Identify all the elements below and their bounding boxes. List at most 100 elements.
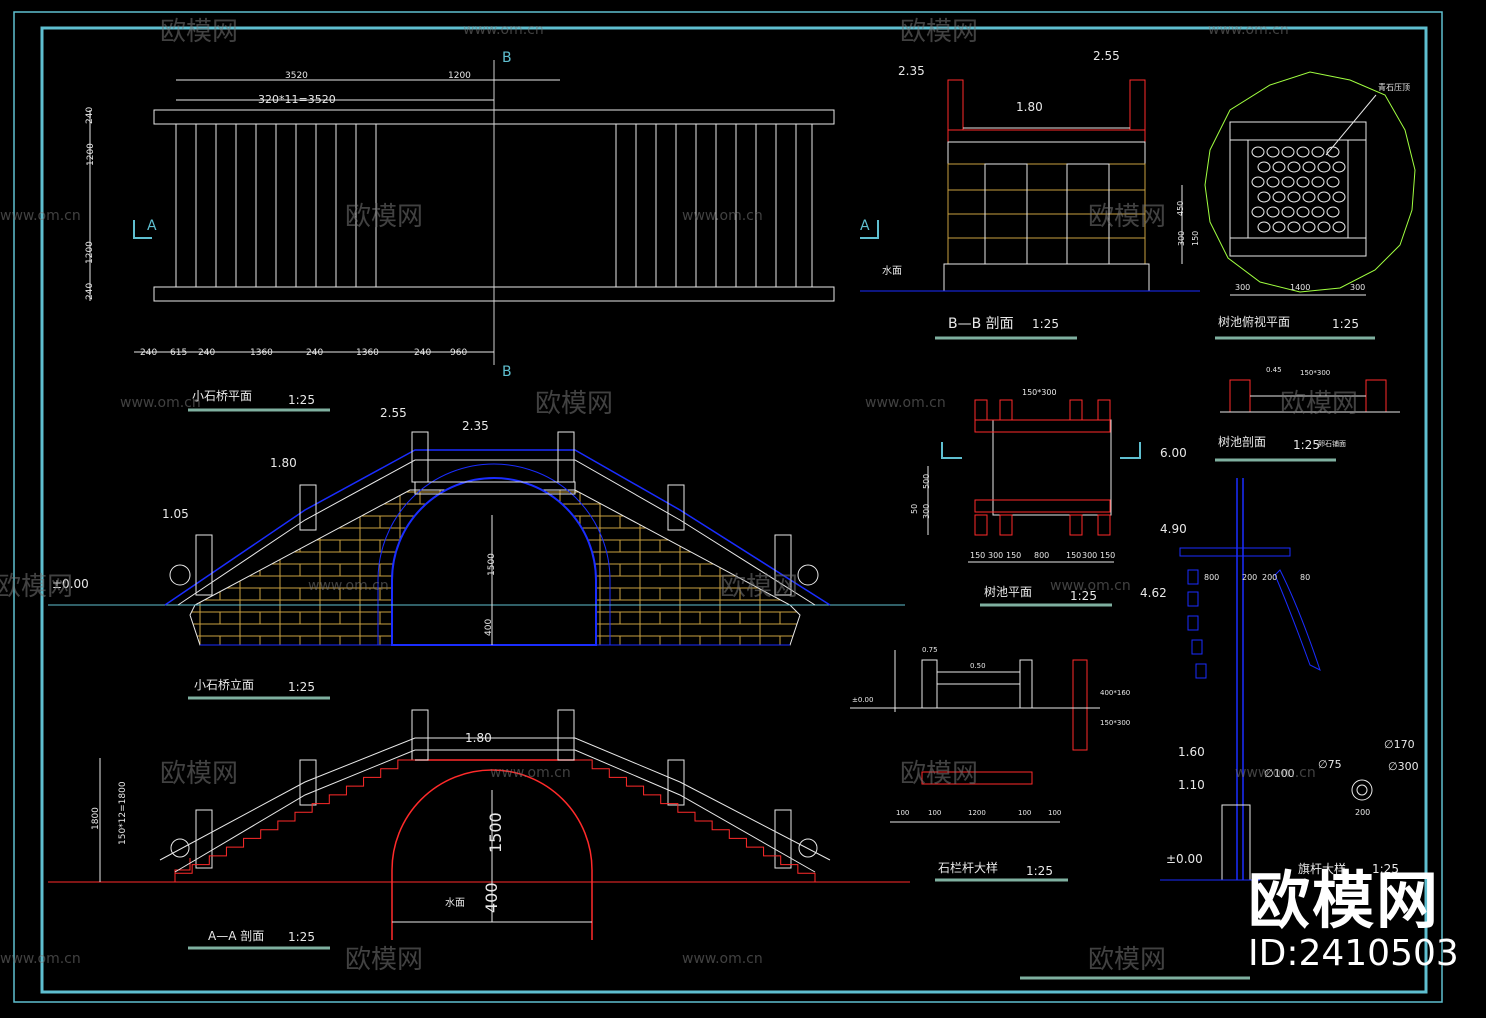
pebble	[1251, 146, 1265, 158]
tpp-dim-bottom-5: 150	[1066, 551, 1081, 560]
plan-dim-left-4: 240	[85, 283, 95, 300]
tree-pool-view-scale: 1:25	[1332, 317, 1359, 331]
pebble	[1251, 206, 1265, 218]
flag-level-000: ±0.00	[1166, 852, 1203, 866]
tpp-dim-bottom-4: 800	[1034, 551, 1049, 560]
tpp-dim-left-2: 300	[922, 504, 931, 519]
badge-id: ID:2410503	[1248, 933, 1459, 974]
watermark-badge: 欧模网 ID:2410503	[1248, 868, 1478, 978]
tree-pool-view-title: 树池俯视平面	[1218, 314, 1290, 329]
plan-mark-a-left: A	[147, 218, 157, 234]
pebble	[1332, 191, 1346, 203]
plan-dim-bottom-2: 615	[170, 348, 187, 358]
tps-note-2: 0.45	[1266, 366, 1282, 374]
flag-level-600: 6.00	[1160, 446, 1187, 460]
railing-title: 石栏杆大样	[938, 860, 998, 875]
badge-brand: 欧模网	[1248, 864, 1441, 937]
aa-dim-formula: 150*12=1800	[118, 781, 128, 845]
aa-dim-400: 400	[482, 882, 501, 913]
flag-dim-bottom: 200	[1355, 808, 1370, 817]
watermark-brand: 欧模网	[1088, 945, 1166, 975]
elev-level-180: 1.80	[270, 456, 297, 470]
plan-dim-bottom-4: 1360	[250, 348, 273, 358]
flag-dim-4: 80	[1300, 573, 1310, 582]
pebble	[1257, 161, 1271, 173]
plan-dim-bottom-8: 960	[450, 348, 467, 358]
bridge-plan	[89, 60, 879, 365]
elev-dim-400: 400	[484, 619, 494, 636]
bb-level-255: 2.55	[1093, 49, 1120, 63]
tree-pool-plan-title: 树池平面	[984, 584, 1032, 599]
railing-level-000: ±0.00	[852, 696, 873, 704]
plan-mark-b-top: B	[502, 50, 512, 66]
pebble	[1311, 206, 1325, 218]
section-aa-title: A—A 剖面	[208, 929, 264, 943]
watermark-brand: 欧模网	[900, 759, 978, 789]
pebble	[1257, 221, 1271, 233]
elevation-title: 小石桥立面	[194, 677, 254, 692]
railing-level-050: 0.50	[970, 662, 986, 670]
pebble	[1332, 161, 1346, 173]
watermark-brand: 欧模网	[1088, 202, 1166, 232]
watermark-brand: 欧模网	[535, 389, 613, 419]
pebble	[1266, 146, 1280, 158]
tpp-dim-bottom-2: 300	[988, 551, 1003, 560]
watermark-url: www.om.cn	[682, 208, 763, 224]
pebble	[1311, 146, 1325, 158]
watermark-brand: 欧模网	[720, 572, 798, 602]
flag-dim-2: 200	[1242, 573, 1257, 582]
flag-level-160: 1.60	[1178, 745, 1205, 759]
bb-level-180: 1.80	[1016, 100, 1043, 114]
flag-dim-3: 200	[1262, 573, 1277, 582]
pebble	[1287, 221, 1301, 233]
pebble	[1302, 191, 1316, 203]
flag-dia-300: ∅300	[1388, 760, 1419, 773]
plan-dim-top-1: 3520	[285, 71, 308, 81]
bb-dim-300: 300	[1177, 231, 1186, 246]
pebble	[1311, 176, 1325, 188]
plan-dim-bottom-1: 240	[140, 348, 157, 358]
railing-scale: 1:25	[1026, 864, 1053, 878]
flag-level-490: 4.90	[1160, 522, 1187, 536]
railing-dim-1: 100	[896, 809, 909, 817]
bb-dim-150: 150	[1191, 231, 1200, 246]
tpp-dim-bottom-1: 150	[970, 551, 985, 560]
section-bb-scale: 1:25	[1032, 317, 1059, 331]
plan-dim-left-3: 1200	[85, 241, 95, 264]
elevation-scale: 1:25	[288, 680, 315, 694]
pebble	[1251, 176, 1265, 188]
pebble	[1326, 206, 1340, 218]
pebble	[1266, 206, 1280, 218]
plan-dim-left-2: 1200	[86, 143, 96, 166]
elev-level-255: 2.55	[380, 406, 407, 420]
tree-pool-section-title: 树池剖面	[1218, 434, 1266, 449]
bb-water-label: 水面	[882, 265, 902, 277]
aa-dim-1800: 1800	[91, 807, 101, 830]
watermark-url: www.om.cn	[463, 22, 544, 38]
plan-dim-bottom-7: 240	[414, 348, 431, 358]
aa-level-180: 1.80	[465, 731, 492, 745]
watermark-url: www.om.cn	[308, 578, 389, 594]
railing-detail	[850, 650, 1100, 823]
flag-dia-170: ∅170	[1384, 738, 1415, 751]
watermark-brand: 欧模网	[900, 17, 978, 47]
pebble	[1302, 221, 1316, 233]
pebble	[1317, 161, 1331, 173]
tpp-note: 150*300	[1022, 388, 1057, 397]
railing-dim-5: 100	[1048, 809, 1061, 817]
tpp-dim-bottom-3: 150	[1006, 551, 1021, 560]
pebble	[1296, 146, 1310, 158]
pebble	[1287, 161, 1301, 173]
aa-step-polyline	[575, 759, 816, 882]
railing-level-075: 0.75	[922, 646, 938, 654]
pebble	[1257, 191, 1271, 203]
watermark-url: www.om.cn	[1208, 22, 1289, 38]
plan-dim-left-1: 240	[85, 107, 95, 124]
watermark-url: www.om.cn	[682, 951, 763, 967]
pebble	[1272, 161, 1286, 173]
tps-note-3: 卵石铺面	[1318, 439, 1346, 448]
railing-note-2: 150*300	[1100, 719, 1130, 727]
tps-note-1: 150*300	[1300, 369, 1330, 377]
railing-dim-2: 100	[928, 809, 941, 817]
flagpole-detail	[1020, 478, 1373, 980]
